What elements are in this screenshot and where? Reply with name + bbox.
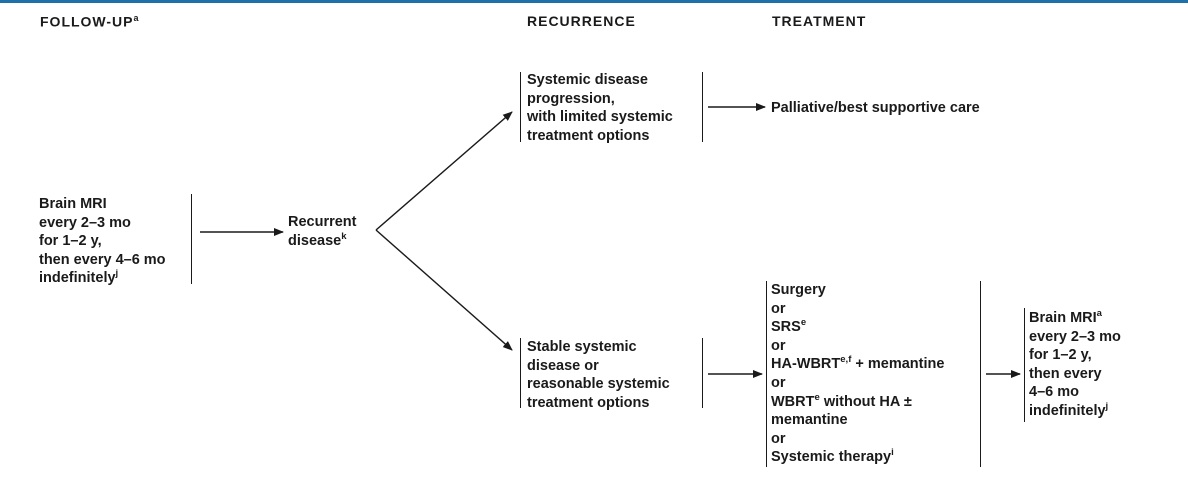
treatment-options-list: Surgery or SRSe or HA-WBRTe,f + memantin…: [771, 282, 945, 466]
options-right-bracket: [980, 281, 981, 467]
palliative-care-node: Palliative/best supportive care: [771, 100, 980, 116]
final-left-bracket: [1024, 308, 1025, 422]
header-follow-up: FOLLOW-UPa: [40, 13, 139, 30]
arrow-recurrent-to-progression: [375, 111, 513, 231]
top-accent-bar: [0, 0, 1188, 3]
follow-up-bracket: [191, 194, 192, 284]
header-treatment: TREATMENT: [772, 13, 867, 29]
progression-right-bracket: [702, 72, 703, 142]
progression-node: Systemic disease progression, with limit…: [527, 72, 673, 144]
progression-left-bracket: [520, 72, 521, 142]
stable-left-bracket: [520, 338, 521, 408]
stable-node: Stable systemic disease or reasonable sy…: [527, 339, 670, 411]
follow-up-text: Brain MRI every 2–3 mo for 1–2 y, then e…: [39, 196, 166, 287]
stable-right-bracket: [702, 338, 703, 408]
options-left-bracket: [766, 281, 767, 467]
recurrent-disease-node: Recurrent diseasek: [288, 214, 357, 249]
arrow-recurrent-to-stable: [375, 229, 513, 351]
final-follow-up-node: Brain MRIa every 2–3 mo for 1–2 y, then …: [1029, 308, 1121, 419]
header-recurrence: RECURRENCE: [527, 13, 636, 29]
